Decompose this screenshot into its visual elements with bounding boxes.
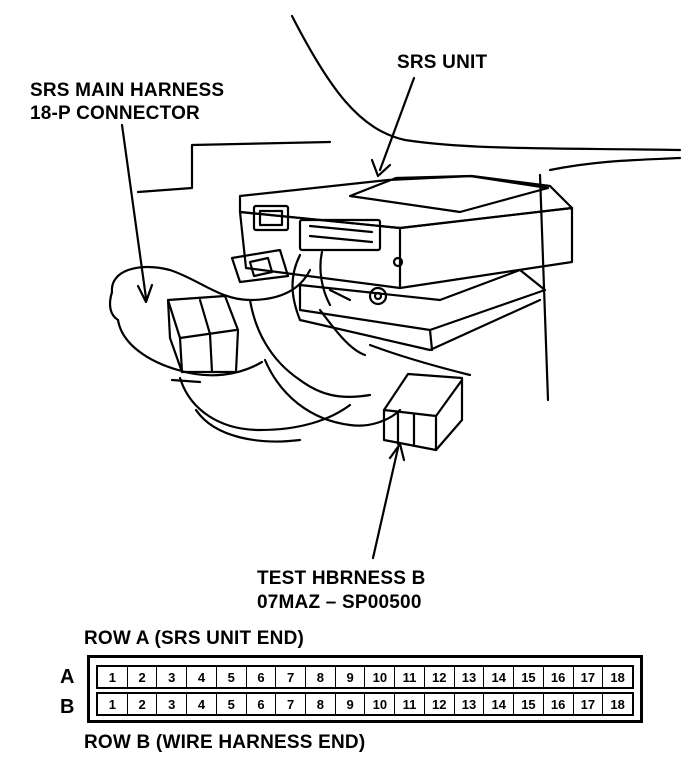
pin-cell: 2 — [128, 694, 158, 714]
frame-line — [298, 298, 542, 352]
arrow-main-harness — [120, 123, 148, 300]
pin-cell: 1 — [98, 667, 128, 687]
pin-cell: 13 — [455, 694, 485, 714]
pin-cell: 17 — [574, 667, 604, 687]
pin-cell: 15 — [514, 667, 544, 687]
main-harness-label-line1: SRS MAIN HARNESS — [30, 80, 225, 101]
test-harness-connector — [382, 372, 464, 452]
test-harness-label-line1: TEST HBRNESS B — [257, 568, 426, 589]
srs-unit-socket-left — [252, 204, 290, 232]
pin-cell: 14 — [484, 667, 515, 687]
pin-cell: 10 — [365, 694, 396, 714]
pin-cell: 8 — [306, 694, 336, 714]
pin-cell: 18 — [610, 696, 625, 712]
pin-cell: 15 — [514, 694, 544, 714]
main-harness-label-line2: 18-P CONNECTOR — [30, 103, 200, 124]
pin-cell: 3 — [157, 667, 188, 687]
pin-cell: 2 — [128, 667, 158, 687]
pin-cell: 3 — [157, 694, 188, 714]
dashboard-right-edge-2 — [548, 156, 682, 172]
pin-cell: 1 — [98, 694, 128, 714]
dashboard-outline — [290, 14, 682, 152]
mount-bracket — [298, 268, 547, 332]
small-connector — [230, 248, 290, 284]
pin-cell: 4 — [187, 694, 217, 714]
arrow-test-harness — [371, 446, 400, 560]
srs-unit-socket-main — [298, 218, 382, 252]
pin-cell: 9 — [336, 667, 366, 687]
arrow-srs-unit — [378, 76, 416, 172]
pin-cell: 11 — [395, 667, 425, 687]
main-harness-connector — [166, 294, 240, 374]
pin-cell: 10 — [365, 667, 396, 687]
pin-cell: 5 — [217, 694, 247, 714]
pin-cell: 13 — [455, 667, 485, 687]
pin-cell: 6 — [247, 667, 277, 687]
srs-unit-label: SRS UNIT — [397, 52, 488, 73]
wire-harness — [110, 265, 312, 302]
test-harness-label-line2: 07MAZ – SP00500 — [257, 592, 422, 613]
pin-cell: 11 — [395, 694, 425, 714]
pin-cell: 12 — [425, 667, 455, 687]
row-a-caption: ROW A (SRS UNIT END) — [84, 628, 305, 649]
pin-cell: 17 — [574, 694, 604, 714]
pin-cell: 16 — [544, 667, 574, 687]
pin-cell: 7 — [276, 667, 307, 687]
row-b-caption: ROW B (WIRE HARNESS END) — [84, 732, 366, 753]
srs-unit-side — [398, 206, 574, 290]
row-b-letter: B — [60, 696, 75, 718]
pin-cell: 5 — [217, 667, 247, 687]
pin-cell: 8 — [306, 667, 336, 687]
pin-cell: 16 — [544, 694, 574, 714]
srs-unit-illustration — [108, 14, 682, 560]
pin-cell: 12 — [425, 694, 455, 714]
srs-unit-bulge — [348, 174, 550, 214]
pin-cell: 14 — [484, 694, 515, 714]
pin-cell: 4 — [187, 667, 217, 687]
pin-cell: 18 — [610, 669, 625, 685]
pin-cell: 9 — [336, 694, 366, 714]
dashboard-panel-edge — [136, 140, 332, 194]
pin-cell: 7 — [276, 694, 307, 714]
row-a-letter: A — [60, 666, 75, 688]
pin-cell: 6 — [247, 694, 277, 714]
